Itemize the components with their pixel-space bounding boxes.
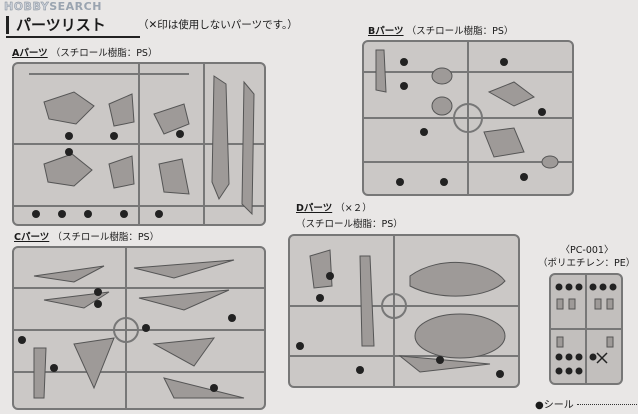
section-a-label: Aパーツ （スチロール樹脂：PS） (12, 48, 157, 60)
runner-c (12, 246, 266, 410)
runner-d (288, 234, 520, 388)
section-d-desc: （スチロール樹脂：PS） (296, 219, 403, 230)
section-d-tag: Dパーツ (296, 203, 333, 214)
runner-a (12, 62, 266, 226)
section-pc-desc: （ポリエチレン：PE） (538, 258, 636, 269)
section-b-desc: （スチロール樹脂：PS） (406, 26, 514, 37)
runner-b (362, 40, 574, 196)
runner-c-drawing (14, 248, 264, 408)
seal-label: ●シール (535, 400, 574, 411)
section-a-tag: Aパーツ (12, 48, 48, 59)
unused-parts-note: （✕印は使用しないパーツです。） (138, 19, 298, 31)
section-a-desc: （スチロール樹脂：PS） (50, 48, 158, 59)
section-d-label: Dパーツ （×２） (296, 203, 372, 215)
page-title: パーツリスト (6, 14, 140, 38)
section-c-label: Cパーツ （スチロール樹脂：PS） (14, 232, 159, 244)
section-pc-code: 〈PC-001〉 (560, 245, 614, 256)
runner-d-drawing (290, 236, 518, 386)
runner-pc (549, 273, 623, 385)
runner-pc-drawing (551, 275, 621, 383)
section-d-count: （×２） (335, 203, 372, 214)
section-b-label: Bパーツ （スチロール樹脂：PS） (368, 26, 513, 38)
section-b-tag: Bパーツ (368, 26, 404, 37)
seal-row: ●シール 1 (535, 396, 638, 411)
seal-leader (576, 404, 638, 405)
section-c-desc: （スチロール樹脂：PS） (52, 232, 160, 243)
watermark-logo: HOBBYSEARCH (4, 0, 102, 13)
section-c-tag: Cパーツ (14, 232, 50, 243)
runner-b-drawing (364, 42, 572, 194)
runner-a-drawing (14, 64, 264, 224)
